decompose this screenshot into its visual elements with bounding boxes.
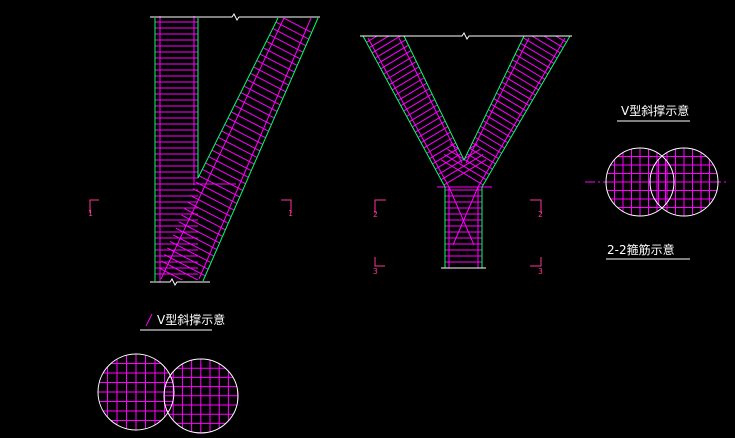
y-left-leg-stirrup [363,36,412,53]
section-left-circle-2 [163,358,239,434]
section-2-left-mark [374,199,386,213]
v-brace-section-right [585,120,728,260]
y-break-line-top [360,32,572,40]
v-break-line-bottom [150,278,210,286]
v-brace-section-left [97,313,239,434]
v-outline-inner-diag [197,17,279,179]
v-brace-elevation [150,13,320,286]
y-left-leg-stirrup [363,36,409,48]
diagonal-stirrup [187,201,238,229]
y-brace-elevation [360,32,572,269]
y-outline-right [481,35,571,268]
section-left-circle-1 [97,353,175,431]
section-1-right-mark [281,199,292,213]
diagonal-stirrup [247,63,298,91]
y-outline-left [362,35,446,268]
section-3-left-mark [374,257,385,267]
y-left-leg-stirrup [364,36,415,59]
y-right-leg-stirrup [523,36,570,48]
y-right-leg-stirrup [520,36,570,53]
diagonal-stirrup [158,267,209,280]
section-2-left-label: 2 [373,210,378,219]
y-right-leg-stirrup [446,148,498,180]
diagonal-stirrup [169,240,221,268]
diagonal-stirrup [270,18,318,38]
diagonal-stirrup [250,56,301,84]
section-1-right-label: 1 [288,209,293,218]
section-2-right-label: 2 [538,210,543,219]
y-cross-rebar-a [448,186,475,246]
diagonal-stirrup [256,43,307,71]
section-2-right-mark [530,199,542,213]
v-diag-rebar-outer [198,17,312,280]
v-break-line-top [150,13,320,21]
v-section-left-title: V型斜撑示意 [157,313,226,327]
section-3-right-mark [530,257,542,267]
diagonal-stirrup [267,18,318,45]
y-right-rebar-outer [477,37,566,188]
y-left-leg-stirrup [435,159,487,191]
diagonal-stirrup [166,247,218,275]
section-right-circle-2 [649,147,719,217]
section-left-title-slash [145,313,153,327]
section-1-left-mark [89,199,99,213]
section-right-circle-1 [605,147,675,217]
diagonal-stirrup [161,260,212,280]
y-left-rebar-outer [367,37,450,188]
y-left-leg-stirrup [430,148,481,180]
section-marks [89,199,542,267]
section-3-left-label: 3 [373,267,378,276]
y-cross-rebar-b [452,186,479,246]
y-right-leg-stirrup [440,159,492,191]
y-right-rebar-inner [465,37,530,164]
y-left-leg-stirrup [433,154,484,185]
section-2-2-title: 2-2箍筋示意 [607,243,675,257]
v-outline-outer-diag [202,17,319,282]
y-left-rebar-inner [398,37,463,164]
v-section-right-title: V型斜撑示意 [621,104,690,118]
y-right-leg-stirrup [517,36,569,59]
section-1-left-label: 1 [88,209,93,218]
y-right-leg-stirrup [443,154,495,185]
y-outline-notch [403,35,525,162]
v-diag-rebar-inner [160,17,285,280]
diagonal-stirrup [253,50,304,78]
section-3-right-label: 3 [538,267,543,276]
